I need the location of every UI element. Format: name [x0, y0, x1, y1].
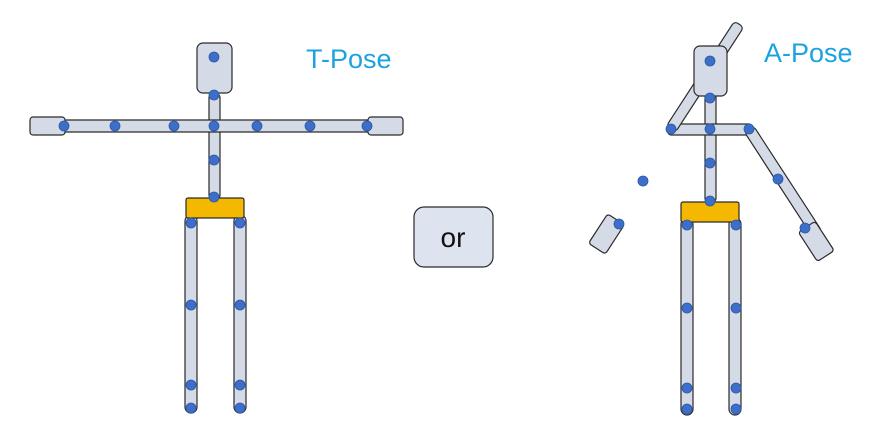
a-pose-neck-joint: [704, 92, 716, 104]
a-pose-left-toe-joint: [681, 403, 693, 415]
a-pose-right-arm: [745, 126, 821, 236]
a-pose-left-elbow-joint: [637, 175, 649, 187]
or-connector: or: [413, 206, 494, 268]
t-pose-right-shoulder-joint: [251, 120, 263, 132]
t-pose-neck-joint: [208, 89, 220, 101]
t-pose-left-toe-joint: [185, 402, 197, 414]
a-pose-right-elbow-joint: [772, 173, 784, 185]
a-pose-head: [693, 45, 728, 97]
a-pose-head-joint: [704, 55, 716, 67]
or-box: [413, 206, 494, 268]
a-pose-spine-joint: [704, 157, 716, 169]
t-pose-right-ankle-joint: [234, 379, 246, 391]
a-pose-right-toe-joint: [730, 403, 742, 415]
t-pose-right-toe-joint: [234, 402, 246, 414]
a-pose-right-ankle-joint: [730, 382, 742, 394]
t-pose-left-hip-joint: [185, 217, 197, 229]
t-pose-chest-joint: [208, 120, 220, 132]
a-pose-chest-joint: [704, 123, 716, 135]
t-pose-right-knee-joint: [234, 299, 246, 311]
t-pose-right-hip-joint: [234, 217, 246, 229]
t-pose-left-knee-joint: [185, 299, 197, 311]
t-pose-label: T-Pose: [306, 44, 392, 74]
a-pose-right-knee-joint: [730, 302, 742, 314]
t-pose-left-wrist-joint: [58, 120, 70, 132]
a-pose-left-ankle-joint: [681, 382, 693, 394]
a-pose-figure: [589, 22, 834, 416]
t-pose-figure: [29, 42, 404, 414]
a-pose-left-shoulder-joint: [665, 123, 677, 135]
a-pose-hip-joint: [704, 195, 716, 207]
t-pose-right-hand: [367, 116, 404, 136]
t-pose-head: [196, 42, 233, 94]
a-pose-label: A-Pose: [764, 38, 853, 68]
a-pose-spine: [704, 92, 717, 204]
t-pose-head-joint: [208, 51, 220, 63]
a-pose-left-knee-joint: [681, 302, 693, 314]
a-pose-left-hip-joint: [681, 219, 693, 231]
t-pose-spine-joint: [208, 154, 220, 166]
a-pose-right-wrist-joint: [799, 222, 811, 234]
t-pose-left-shoulder-joint: [168, 120, 180, 132]
t-pose-left-ankle-joint: [185, 379, 197, 391]
a-pose-right-shoulder-joint: [743, 123, 755, 135]
t-pose-right-forearm-joint: [304, 120, 316, 132]
or-label: or: [441, 222, 466, 253]
t-pose-left-forearm-joint: [109, 120, 121, 132]
t-pose-hip-joint: [208, 191, 220, 203]
t-pose-spine: [208, 92, 221, 201]
a-pose-left-wrist-joint: [613, 218, 625, 230]
a-pose-right-hip-joint: [730, 219, 742, 231]
t-pose-right-wrist-joint: [361, 120, 373, 132]
